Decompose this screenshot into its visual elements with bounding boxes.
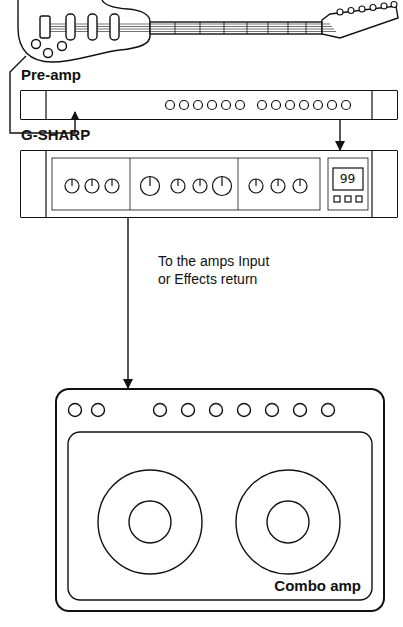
guitar-knob	[32, 40, 41, 49]
guitar-bridge	[40, 16, 50, 38]
amp-name: Combo amp	[272, 576, 363, 596]
signal-arrow	[127, 218, 128, 388]
speaker	[236, 470, 340, 574]
guitar-knob	[44, 49, 53, 58]
gsharp-panel	[46, 150, 372, 218]
combo-amp: Combo amp	[55, 388, 385, 612]
guitar-knob	[58, 42, 67, 51]
guitar-body	[18, 0, 150, 62]
guitar-headstock	[322, 6, 398, 38]
combo-amp-details	[68, 404, 372, 601]
unit-heading: Pre-amp	[21, 65, 81, 85]
guitar-pickup	[110, 14, 119, 40]
effects-unit: G-SHARP99	[20, 150, 398, 218]
display-readout: 99	[333, 168, 363, 190]
guitar-pickup	[88, 14, 97, 40]
speaker	[98, 470, 202, 574]
guitar-pickup	[66, 14, 75, 40]
unit-heading: G-SHARP	[21, 125, 90, 145]
preamp-panel	[46, 90, 372, 120]
signal-arrow	[339, 120, 340, 150]
guitar-drawing	[18, 0, 398, 62]
rack-unit: Pre-amp	[20, 90, 398, 120]
edge-label: To the amps Input or Effects return	[158, 252, 282, 288]
